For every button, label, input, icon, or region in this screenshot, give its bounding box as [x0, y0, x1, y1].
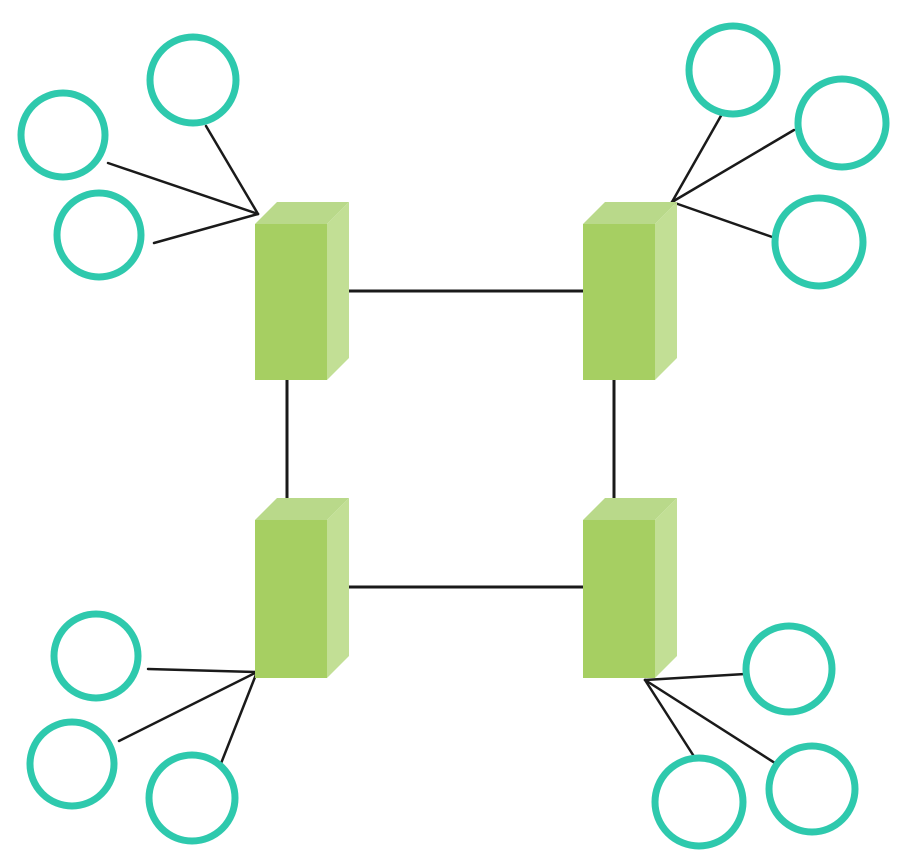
spokes-top-left [106, 124, 260, 245]
switch-top-right [583, 202, 677, 380]
switch-front-face [255, 224, 327, 380]
spoke-line [643, 672, 747, 682]
spoke-line [117, 670, 259, 743]
nodes-top-right [685, 22, 890, 290]
switch-front-face [583, 520, 655, 678]
spoke-line [146, 667, 259, 674]
node-circle [771, 194, 867, 290]
spokes-top-right [670, 112, 796, 240]
node-circle [651, 754, 747, 850]
node-circle [53, 189, 145, 281]
switch-side-face [655, 498, 677, 678]
spoke-line [643, 678, 697, 760]
node-circle [765, 742, 859, 836]
nodes-bottom-right [651, 622, 859, 850]
node-circle [50, 610, 142, 702]
spokes-bottom-left [117, 667, 259, 768]
spoke-line [670, 200, 777, 240]
switch-bottom-right [583, 498, 677, 678]
node-circle [742, 622, 836, 716]
switch-side-face [327, 202, 349, 380]
switch-side-face [655, 202, 677, 380]
switch-side-face [327, 498, 349, 678]
node-circle [26, 718, 118, 810]
node-circle [145, 751, 239, 845]
spoke-line [204, 124, 260, 216]
node-circle [685, 22, 781, 118]
spoke-line [643, 678, 780, 767]
node-circle [794, 75, 890, 171]
switch-top-face [255, 498, 349, 520]
switch-top-left [255, 202, 349, 380]
spoke-line [670, 128, 796, 204]
spoke-line [106, 161, 260, 216]
spoke-line [152, 212, 260, 245]
switch-top-face [583, 498, 677, 520]
node-circle [17, 89, 109, 181]
switch-front-face [255, 520, 327, 678]
node-circle [146, 33, 240, 127]
spoke-line [670, 112, 724, 204]
switch-top-face [255, 202, 349, 224]
spoke-line [218, 670, 259, 768]
nodes-top-left [17, 33, 240, 281]
switch-links [285, 289, 616, 589]
spokes-bottom-right [643, 672, 780, 767]
nodes-bottom-left [26, 610, 239, 845]
switch-top-face [583, 202, 677, 224]
switch-front-face [583, 224, 655, 380]
switch-bottom-left [255, 498, 349, 678]
